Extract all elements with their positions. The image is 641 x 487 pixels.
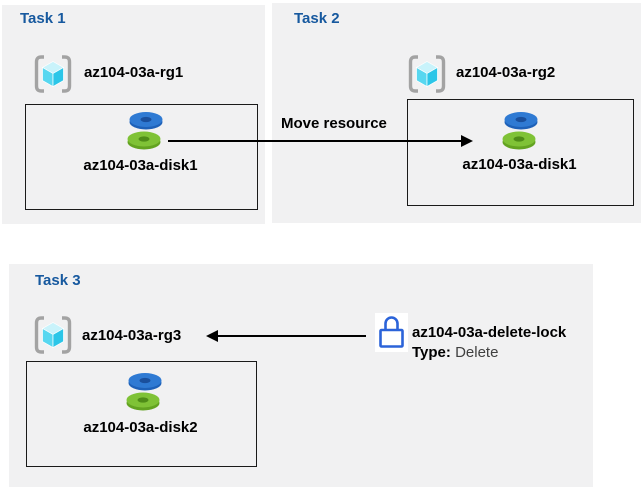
resource-group-icon bbox=[407, 54, 447, 94]
lock-arrow-shaft bbox=[217, 335, 366, 337]
move-resource-label: Move resource bbox=[281, 115, 387, 132]
task1-title: Task 1 bbox=[20, 10, 66, 27]
task2-resource-group-label: az104-03a-rg2 bbox=[456, 64, 556, 81]
task2-disk-box bbox=[407, 99, 634, 206]
delete-lock-type: Type: Delete bbox=[412, 344, 498, 361]
task1-resource-group-label: az104-03a-rg1 bbox=[84, 64, 184, 81]
lock-type-value: Delete bbox=[455, 344, 499, 361]
lock-arrow-head bbox=[206, 329, 218, 342]
resource-group-icon bbox=[33, 54, 73, 94]
task3-title: Task 3 bbox=[35, 272, 81, 289]
task3-disk-box bbox=[26, 361, 257, 467]
task1-disk-box bbox=[25, 104, 258, 210]
lock-type-label: Type: bbox=[412, 344, 451, 361]
task3-resource-group-label: az104-03a-rg3 bbox=[82, 327, 182, 344]
disk-icon bbox=[121, 109, 169, 151]
task2-title: Task 2 bbox=[294, 10, 340, 27]
disk-icon bbox=[496, 109, 544, 151]
task3-panel bbox=[9, 264, 593, 487]
task1-panel bbox=[2, 5, 265, 224]
delete-lock-name: az104-03a-delete-lock bbox=[412, 324, 567, 341]
task2-disk-label: az104-03a-disk1 bbox=[462, 156, 577, 173]
task1-disk-label: az104-03a-disk1 bbox=[83, 157, 198, 174]
move-arrow-head bbox=[461, 134, 473, 147]
lock-icon bbox=[375, 313, 408, 352]
disk-icon bbox=[120, 370, 168, 412]
task2-panel bbox=[272, 3, 641, 223]
task3-disk-label: az104-03a-disk2 bbox=[83, 419, 198, 436]
resource-group-icon bbox=[33, 315, 73, 355]
move-arrow-shaft bbox=[168, 140, 462, 142]
